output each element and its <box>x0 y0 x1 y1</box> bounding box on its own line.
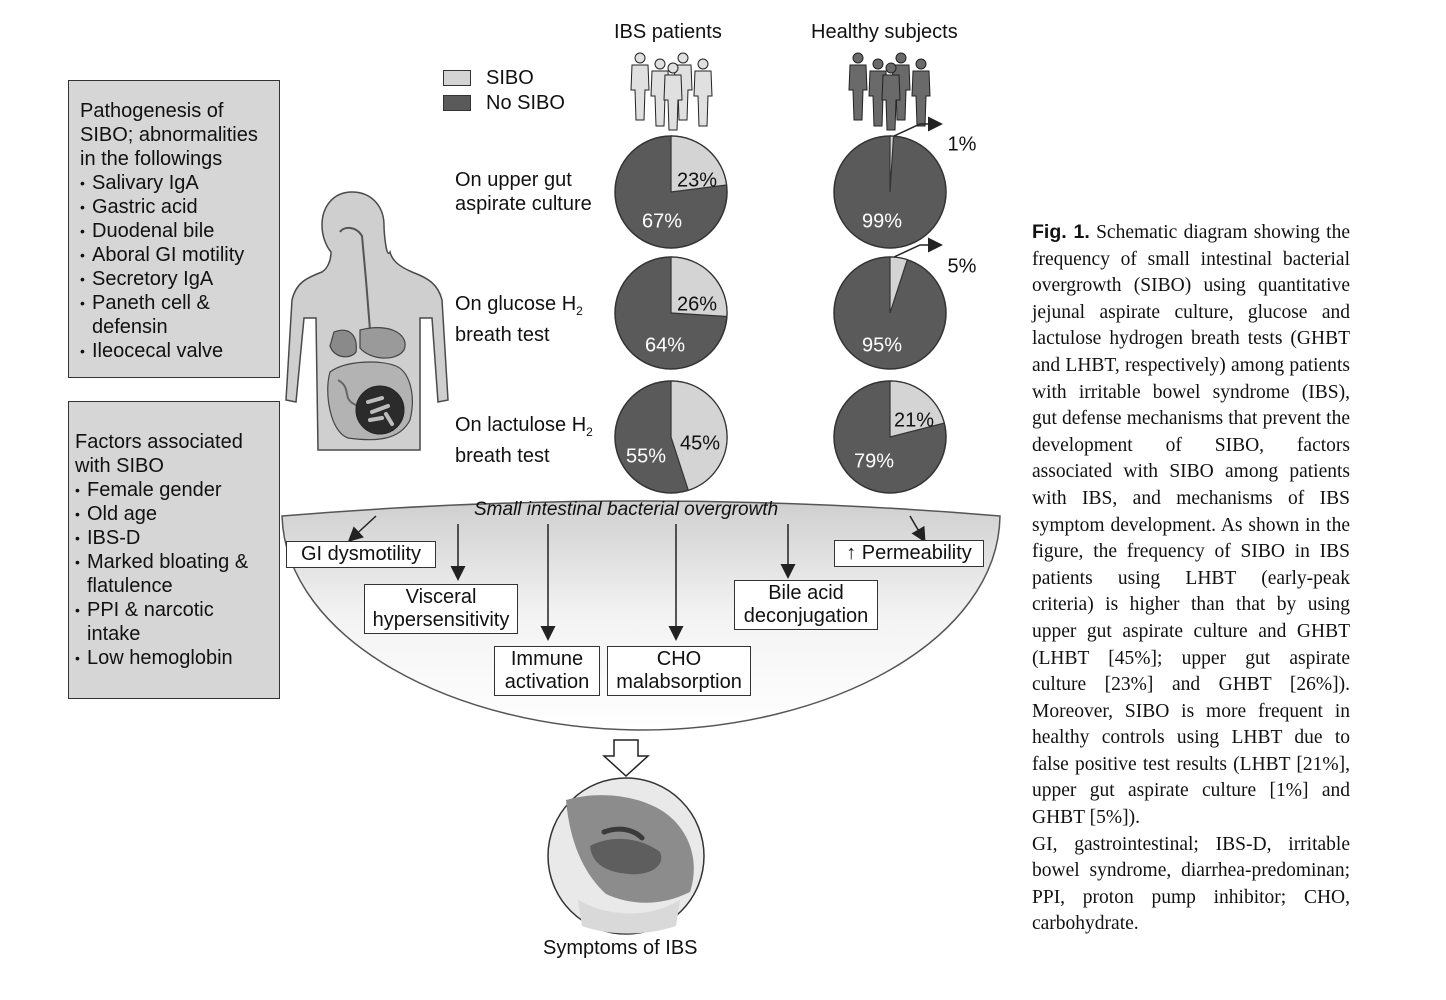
pie-label-no-sibo: 99% <box>862 210 902 232</box>
list-item: Paneth cell & defensin <box>80 291 271 339</box>
mechanism-text: CHO <box>656 648 702 670</box>
person-icon <box>911 58 931 127</box>
pie-label-sibo: 23% <box>677 169 717 191</box>
person-icon <box>693 58 713 127</box>
pie-label-sibo: 5% <box>948 255 977 277</box>
list-item: Low hemoglobin <box>75 646 271 670</box>
sibo-bowl <box>281 500 1001 731</box>
factors-box: Factors associated with SIBO Female gend… <box>68 401 280 699</box>
pie-callout-arrow <box>893 237 943 258</box>
list-item: Female gender <box>75 478 271 502</box>
pie-label-no-sibo: 79% <box>854 450 894 472</box>
mechanism-bile-acid-deconjugation: Bile acid deconjugation <box>734 580 878 630</box>
pie-chart: 5% 95% <box>833 237 977 370</box>
pie-label-sibo: 45% <box>680 432 720 454</box>
mechanism-text: Permeability <box>861 542 972 564</box>
row-label-lactulose-tail: breath test <box>455 445 550 467</box>
mechanism-immune-activation: Immune activation <box>494 646 600 696</box>
person-icon <box>881 62 901 131</box>
human-body-icon <box>285 191 449 451</box>
pie-chart: 21%79% <box>833 380 947 494</box>
subscript-2: 2 <box>586 425 593 439</box>
list-item: Old age <box>75 502 271 526</box>
mechanism-cho-malabsorption: CHO malabsorption <box>607 646 751 696</box>
pie-label-no-sibo: 64% <box>645 334 685 356</box>
pie-slice-sibo <box>889 256 909 314</box>
abdominal-pain-photo <box>547 777 705 935</box>
mechanism-text: Immune <box>510 648 584 670</box>
pie-slice-sibo <box>670 256 728 318</box>
pathogenesis-box: Pathogenesis of SIBO; abnormalities in t… <box>68 80 280 378</box>
pie-callout-arrow <box>893 116 943 137</box>
caption-text: Schematic diagram showing the frequency … <box>1032 222 1350 829</box>
column-header-healthy: Healthy subjects <box>811 21 958 43</box>
list-item: Salivary IgA <box>80 171 271 195</box>
symptoms-label: Symptoms of IBS <box>543 937 698 959</box>
pathogenesis-title: Pathogenesis of SIBO; abnormalities in t… <box>80 100 258 170</box>
mechanism-text: activation <box>504 671 590 693</box>
mechanism-text: Visceral <box>405 586 477 608</box>
row-label-lactulose: On lactulose H2 breath test <box>455 413 593 468</box>
subscript-2: 2 <box>576 304 583 318</box>
pathogenesis-list: Salivary IgA Gastric acid Duodenal bile … <box>80 171 271 363</box>
pie-slice-sibo <box>889 380 945 438</box>
list-item: IBS-D <box>75 526 271 550</box>
column-header-ibs: IBS patients <box>614 21 722 43</box>
mechanism-arrows <box>347 515 926 641</box>
mechanism-gi-dysmotility: GI dysmotility <box>286 541 436 568</box>
pie-chart: 45% 55% <box>614 380 728 494</box>
up-arrow-icon: ↑ <box>846 542 857 564</box>
pie-chart: 26% 64% <box>614 256 728 370</box>
hollow-down-arrow-icon <box>602 739 650 778</box>
pie-label-no-sibo: 55% <box>626 445 666 467</box>
mechanism-text: hypersensitivity <box>372 609 510 631</box>
pie-chart: 23% 67% <box>614 135 728 249</box>
mechanism-permeability: ↑ Permeability <box>834 540 984 567</box>
pie-slice-sibo <box>670 135 728 193</box>
mechanism-visceral-hypersensitivity: Visceral hypersensitivity <box>364 584 518 634</box>
mechanism-text: deconjugation <box>743 605 869 627</box>
row-label-glucose-tail: breath test <box>455 324 550 346</box>
list-item: PPI & narcotic intake <box>75 598 271 646</box>
pie-label-no-sibo: 67% <box>642 210 682 232</box>
list-item: Secretory IgA <box>80 267 271 291</box>
factors-title: Factors associated with SIBO <box>75 431 243 477</box>
row-label-glucose-text: On glucose H <box>455 293 577 315</box>
row-label-culture: On upper gut aspirate culture <box>455 169 592 215</box>
list-item: Gastric acid <box>80 195 271 219</box>
mechanism-text: Bile acid <box>768 582 844 604</box>
row-label-lactulose-text: On lactulose H <box>455 414 587 436</box>
pie-label-sibo: 1% <box>948 133 977 155</box>
legend-swatch-no-sibo <box>443 95 471 111</box>
legend-label-sibo: SIBO <box>486 67 534 89</box>
list-item: Ileocecal valve <box>80 339 271 363</box>
pie-label-sibo: 26% <box>677 293 717 315</box>
pie-slice-sibo <box>889 135 895 193</box>
legend-label-no-sibo: No SIBO <box>486 92 565 114</box>
factors-list: Female gender Old age IBS-D Marked bloat… <box>75 478 271 670</box>
mechanism-text: malabsorption <box>616 671 742 693</box>
pie-label-no-sibo: 95% <box>862 334 902 356</box>
pie-label-sibo: 21% <box>894 409 934 431</box>
list-item: Duodenal bile <box>80 219 271 243</box>
person-icon <box>663 62 683 131</box>
sibo-title: Small intestinal bacterial overgrowth <box>474 499 779 520</box>
list-item: Marked bloating & flatulence <box>75 550 271 598</box>
legend-swatch-sibo <box>443 70 471 86</box>
caption-label: Fig. 1. <box>1032 221 1090 243</box>
caption-abbreviations: GI, gastrointestinal; IBS-D, irritable b… <box>1032 833 1350 935</box>
pie-chart: 1% 99% <box>833 116 977 249</box>
person-icon <box>848 52 868 121</box>
list-item: Aboral GI motility <box>80 243 271 267</box>
pie-slice-sibo <box>670 380 728 492</box>
row-label-glucose: On glucose H2 breath test <box>455 292 583 347</box>
figure-caption: Fig. 1. Schematic diagram showing the fr… <box>1032 219 1350 938</box>
person-icon <box>630 52 650 121</box>
